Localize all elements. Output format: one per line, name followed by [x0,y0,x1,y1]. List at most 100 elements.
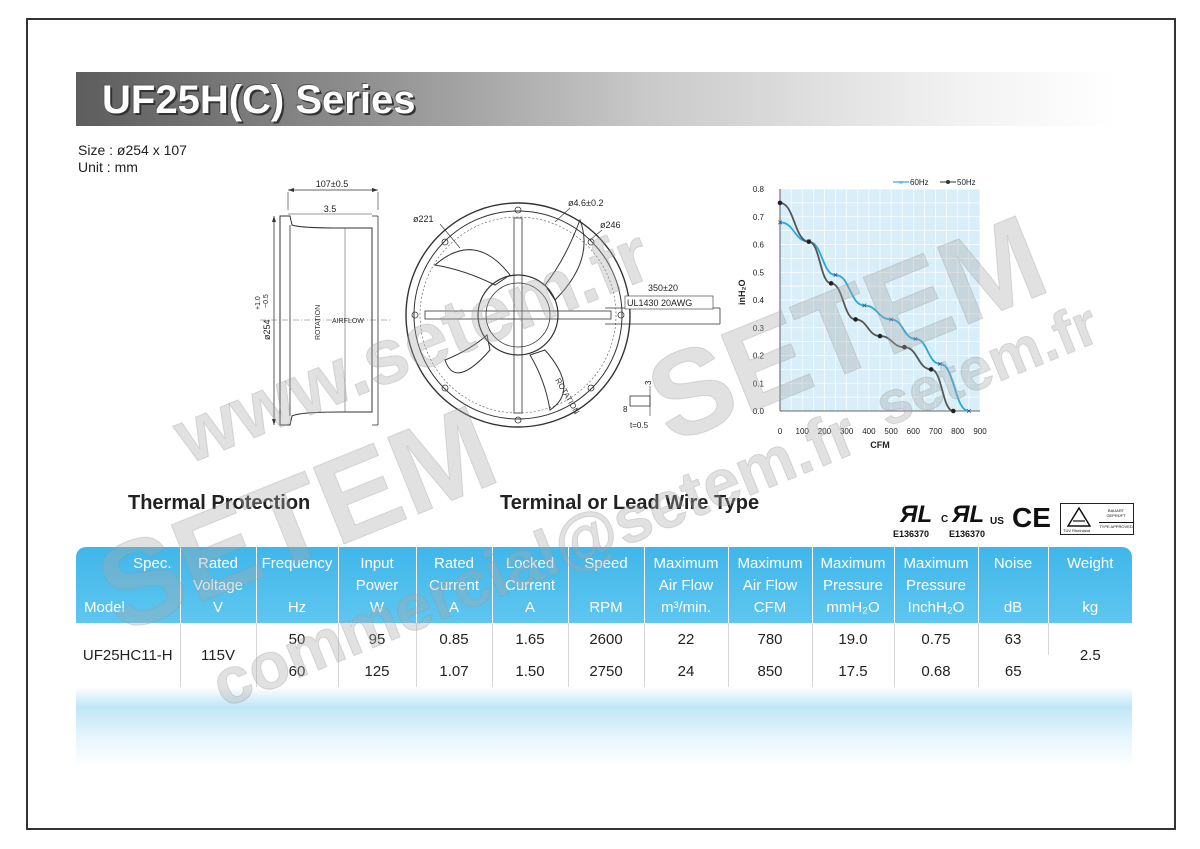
rotation-label-front: ROTATION [553,377,581,416]
legend-50hz-marker [946,180,950,184]
point-marker-60Hz: × [937,359,942,369]
model-label: Model [84,599,125,616]
cell-noise: 63 [978,623,1049,655]
cell-pressure-inch: 0.68 [894,655,979,687]
x-tick-label: 400 [862,427,876,436]
dim-inner: ø221 [413,214,434,224]
tuv-name: TÜV Rheinland [1063,528,1091,533]
ul-logo: ЯL [899,501,932,528]
y-tick-label: 0.5 [753,268,765,277]
ul-number: E136370 [893,529,930,539]
x-tick-label: 200 [818,427,832,436]
airflow-label: AIRFLOW [332,318,364,325]
y-tick-label: 0.6 [753,241,765,250]
point-marker-60Hz: × [862,301,867,311]
legend-60hz-marker: × [899,180,903,187]
tuv-triangle-icon [1067,507,1091,527]
point-marker-60Hz: × [913,334,918,344]
cell-speed: 2600 [568,623,645,655]
cell-airflow-m3: 24 [644,655,729,687]
y-tick-label: 0.3 [753,324,765,333]
dim-flange: 3.5 [324,204,337,214]
chart-legend: × 60Hz 50Hz [893,178,976,187]
y-tick-label: 0.7 [753,213,765,222]
cul-c: C [941,514,949,525]
terminal-thickness: t=0.5 [630,421,649,430]
y-tick-label: 0.1 [753,379,765,388]
x-tick-label: 500 [884,427,898,436]
lead-type: UL1430 20AWG [627,298,692,308]
cul-glyph: ЯL [951,501,984,528]
table-row: UF25HC11-H 115V 50 95 0.85 1.65 2600 22 … [76,623,1132,687]
chart-ylabel: inH₂O [737,280,747,306]
page-title: UF25H(C) Series [102,78,416,122]
cell-pressure-mm: 19.0 [812,623,895,655]
point-marker-50Hz [828,281,834,286]
y-tick-label: 0.8 [753,185,765,194]
x-tick-label: 100 [796,427,810,436]
lead-length: 350±20 [648,283,678,293]
chart-xlabel: CFM [870,440,890,450]
dim-hole: ø4.6±0.2 [568,198,603,208]
cell-locked-current: 1.65 [492,623,569,655]
legend-60hz: 60Hz [910,178,929,187]
cul-number: E136370 [949,529,986,539]
tuv-bottom: TYPE APPROVED [1099,522,1133,529]
cell-rated-current: 0.85 [416,623,493,655]
cell-weight: 2.5 [1079,646,1101,664]
terminal-type-title: Terminal or Lead Wire Type [500,492,760,514]
ce-mark: CE [1012,502,1051,533]
size-line: Size : ø254 x 107 [78,142,187,158]
side-view-drawing: 107±0.5 3.5 ø254 +1.0 −0.5 AIRFLOW ROTAT… [255,180,390,426]
dim-tol-plus: +1.0 [255,296,262,310]
dim-depth: 107±0.5 [316,180,348,189]
cell-hz: 60 [256,655,339,687]
cell-airflow-m3: 22 [644,623,729,655]
cell-airflow-cfm: 780 [728,623,813,655]
size-info: Size : ø254 x 107 Unit : mm [78,142,187,176]
x-tick-label: 800 [951,427,965,436]
terminal-dim-8: 8 [623,405,628,414]
chart-series: ×××××××× [777,200,972,416]
title-banner: UF25H(C) Series [76,72,1116,126]
cell-locked-current: 1.50 [492,655,569,687]
point-marker-50Hz [777,200,783,206]
cul-us: US [990,516,1004,527]
dim-outer: ø246 [600,220,621,230]
point-marker-60Hz: × [833,270,838,280]
point-marker-50Hz [928,367,934,372]
tuv-top: BAUART GEPRÜFT [1106,508,1126,518]
table-row: 60 125 1.07 1.50 2750 24 850 17.5 0.68 6… [76,655,1132,687]
y-tick-label: 0.4 [753,296,765,305]
spec-model-header: Spec. Model [76,547,181,623]
x-tick-label: 900 [973,427,987,436]
point-marker-60Hz: × [966,406,971,416]
x-tick-label: 0 [778,427,783,436]
ul-glyph: ЯL [899,501,932,528]
unit-line: Unit : mm [78,159,138,175]
x-tick-label: 600 [907,427,921,436]
point-marker-60Hz: × [888,314,893,324]
cell-airflow-cfm: 850 [728,655,813,687]
cul-logo: ЯL [951,501,984,528]
cell-noise: 65 [1004,662,1022,680]
cell-speed: 2750 [568,655,645,687]
terminal-dim-3: 3 [644,380,653,385]
dim-diameter: ø254 [262,319,272,340]
point-marker-50Hz [951,408,956,414]
